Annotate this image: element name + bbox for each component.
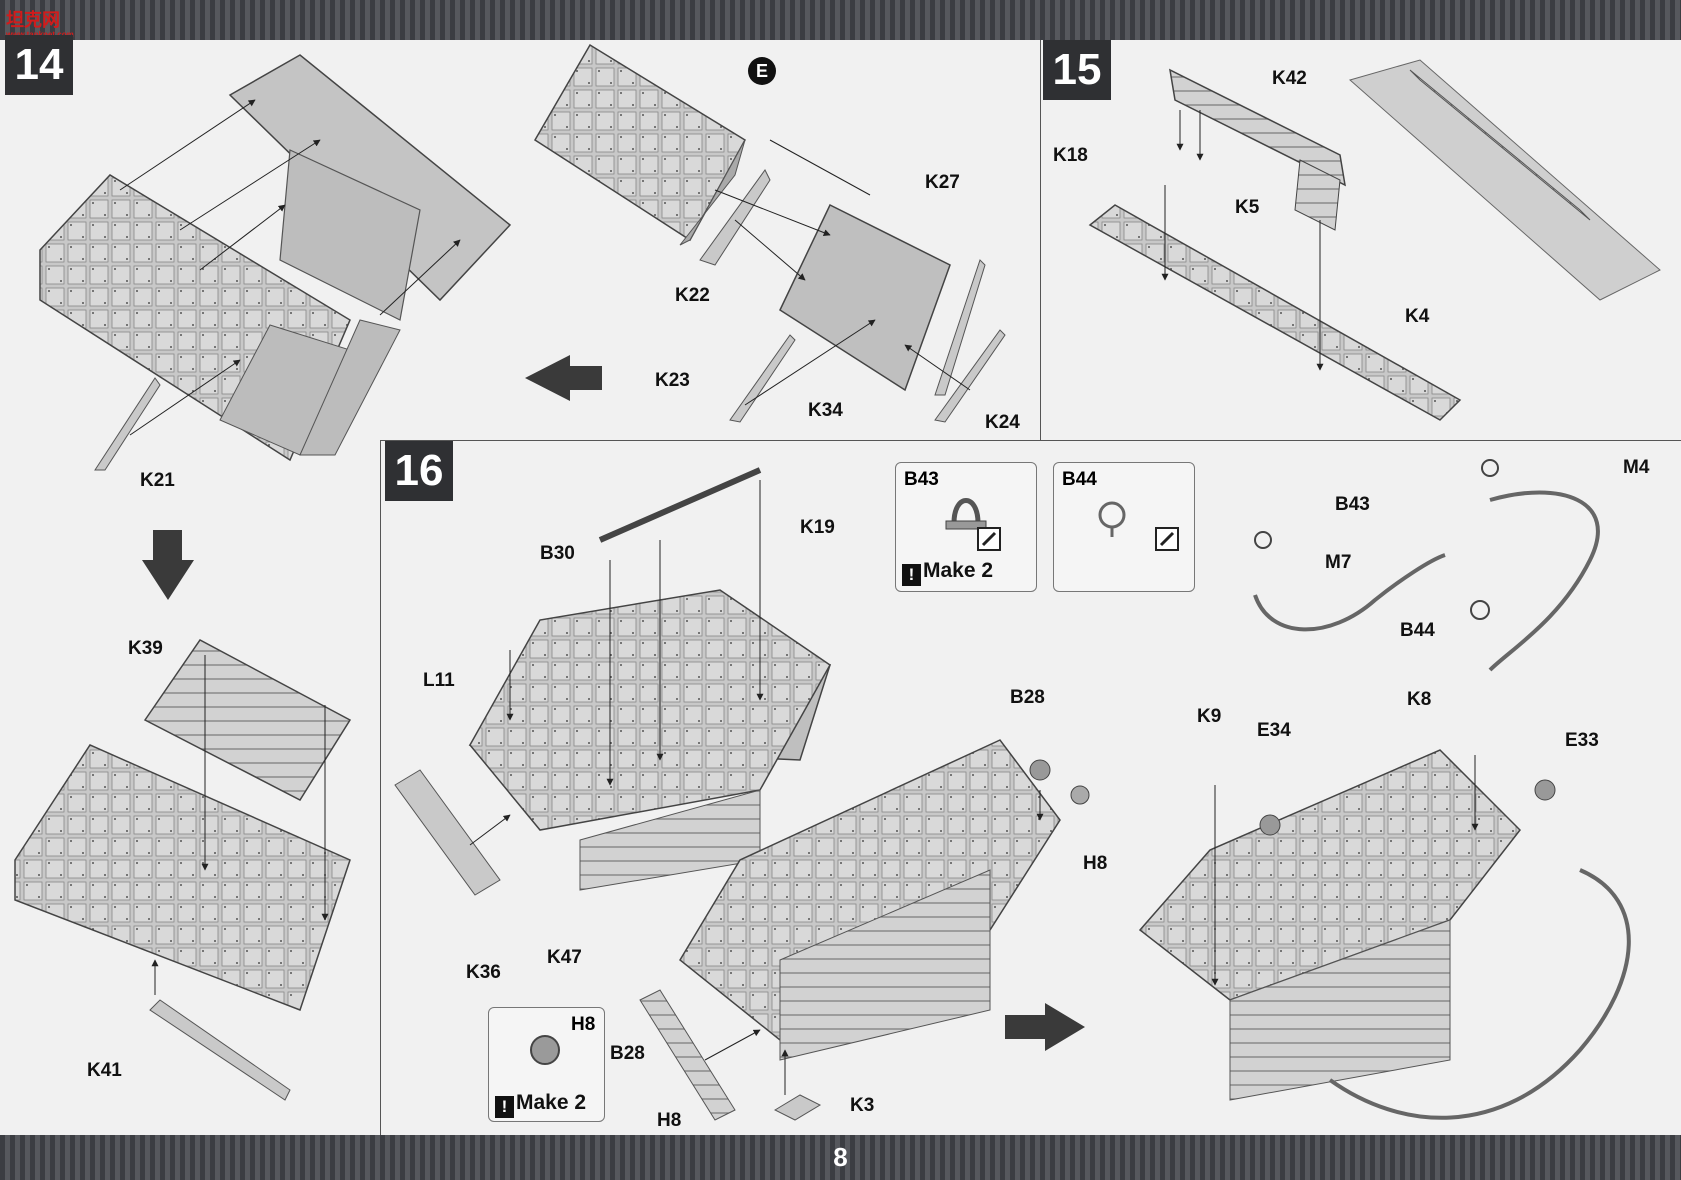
bottom-bar — [0, 1135, 1681, 1180]
part-label-k21: K21 — [140, 470, 175, 491]
step-number-14: 14 — [5, 35, 73, 95]
infobox-b43: B43 !Make 2 — [895, 462, 1037, 592]
infobox-b44: B44 — [1053, 462, 1195, 592]
part-label-l11: L11 — [423, 670, 455, 691]
part-label-k4: K4 — [1405, 306, 1430, 327]
part-label-k5: K5 — [1235, 197, 1260, 218]
infobox-b44-title: B44 — [1062, 469, 1097, 490]
part-label-k23: K23 — [655, 370, 690, 391]
part-label-h8-right: H8 — [1083, 853, 1108, 874]
infobox-h8-quantity: !Make 2 — [495, 1091, 586, 1118]
part-label-k9: K9 — [1197, 706, 1222, 727]
part-label-k18: K18 — [1053, 145, 1088, 166]
part-label-b30: B30 — [540, 543, 575, 564]
watermark: 坦克网 www.tanknet.com — [6, 10, 74, 39]
step16-cable-detail — [1253, 459, 1600, 672]
step15-assembly — [1088, 59, 1661, 421]
step16-final-assembly — [1138, 749, 1631, 1120]
part-label-k47: K47 — [547, 947, 582, 968]
step14-assembly-top — [39, 54, 512, 471]
part-label-k42: K42 — [1272, 68, 1307, 89]
part-label-b28-right: B28 — [1010, 687, 1045, 708]
part-label-e33: E33 — [1565, 730, 1599, 751]
part-label-k39: K39 — [128, 638, 163, 659]
part-label-k8: K8 — [1407, 689, 1432, 710]
step-number-15: 15 — [1043, 40, 1111, 100]
left-flow-arrow — [525, 355, 602, 401]
infobox-b43-title: B43 — [904, 469, 939, 490]
part-label-b43: B43 — [1335, 494, 1370, 515]
divider-vertical-15 — [1040, 40, 1041, 440]
infobox-b43-quantity: !Make 2 — [902, 559, 993, 586]
shackle-icon — [945, 498, 1001, 551]
step16-assembly-left — [394, 467, 832, 896]
step14-assembly-middle — [533, 43, 1006, 423]
part-label-k34: K34 — [808, 400, 843, 421]
step16-assembly-right — [639, 739, 1090, 1121]
infobox-h8: H8 !Make 2 — [488, 1007, 605, 1122]
section-marker-e: E — [748, 57, 776, 85]
part-label-m4: M4 — [1623, 457, 1650, 478]
page-number: 8 — [833, 1142, 848, 1172]
down-flow-arrow — [142, 530, 194, 600]
step-number-16: 16 — [385, 441, 453, 501]
divider-horizontal-16 — [380, 440, 1681, 441]
ring-icon — [1098, 501, 1179, 551]
part-label-k27: K27 — [925, 172, 960, 193]
right-flow-arrow — [1005, 1003, 1085, 1051]
part-label-k41: K41 — [87, 1060, 122, 1081]
top-bar — [0, 0, 1681, 40]
divider-vertical-16 — [380, 440, 381, 1135]
disc-icon — [530, 1035, 560, 1065]
part-label-h8-bottom: H8 — [657, 1110, 682, 1131]
part-label-e34: E34 — [1257, 720, 1291, 741]
part-label-b28-bottom: B28 — [610, 1043, 645, 1064]
part-label-k36: K36 — [466, 962, 501, 983]
part-label-b44: B44 — [1400, 620, 1435, 641]
part-label-k24: K24 — [985, 412, 1020, 433]
infobox-h8-title: H8 — [571, 1014, 596, 1035]
part-label-m7: M7 — [1325, 552, 1352, 573]
part-label-k3: K3 — [850, 1095, 875, 1116]
step14-assembly-bottom — [14, 639, 352, 1101]
part-label-k19: K19 — [800, 517, 835, 538]
part-label-k22: K22 — [675, 285, 710, 306]
